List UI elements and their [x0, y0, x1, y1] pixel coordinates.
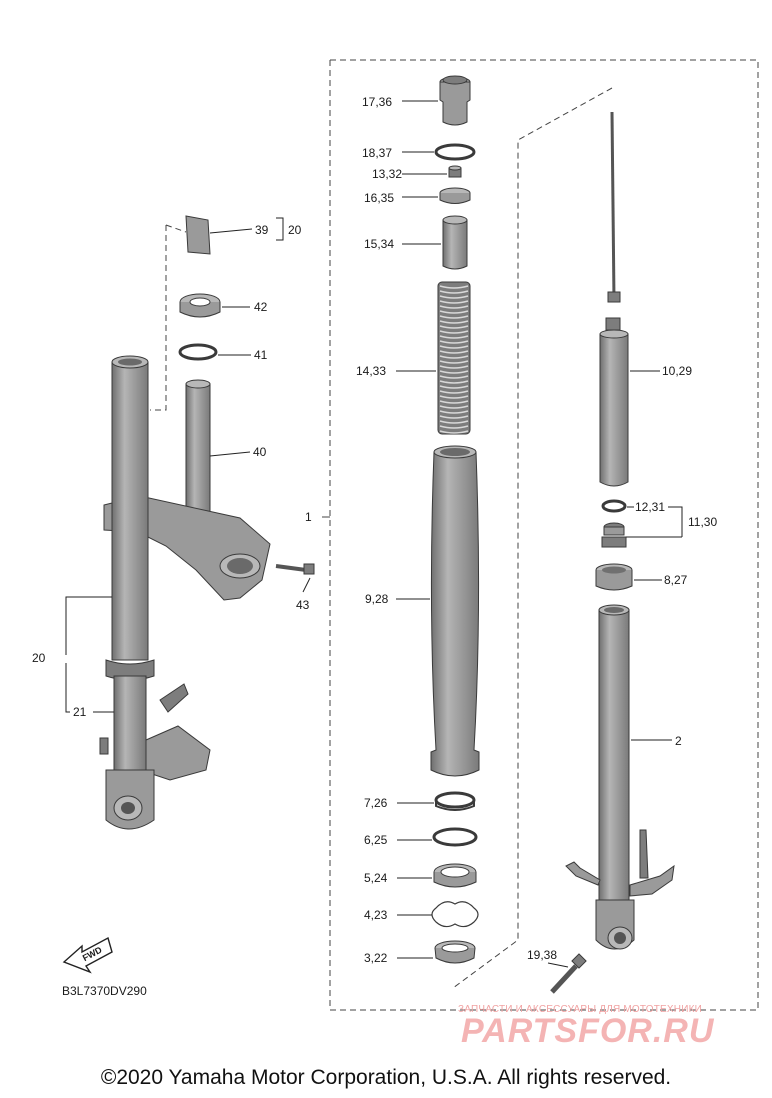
spring-coil	[439, 325, 469, 329]
label-21: 21	[73, 705, 87, 719]
label-14-33: 14,33	[356, 364, 386, 378]
part-front-fork-assy	[99, 355, 211, 830]
spring-coil	[439, 415, 469, 419]
part-cap-bolt	[439, 75, 471, 126]
part-labels: 17,36 18,37 13,32 16,35 15,34 14,33 9,28…	[32, 95, 717, 998]
part-washer-ring	[432, 827, 478, 847]
label-20-left: 20	[32, 651, 46, 665]
label-6-25: 6,25	[364, 833, 388, 847]
part-outer-tube	[430, 445, 480, 777]
label-41: 41	[254, 348, 268, 362]
label-11-30: 11,30	[688, 515, 717, 529]
label-7-26: 7,26	[364, 796, 388, 810]
label-39: 39	[255, 223, 269, 237]
spring-coil	[439, 395, 469, 399]
label-20-top: 20	[288, 223, 302, 237]
part-spacer	[442, 215, 468, 270]
part-clip	[431, 901, 479, 928]
part-inner-tube	[565, 604, 675, 950]
assembly-box	[329, 59, 759, 1011]
part-o-ring	[434, 143, 476, 161]
leader-lines	[65, 100, 683, 968]
spring-coil	[439, 370, 469, 374]
spring-coil	[439, 310, 469, 314]
assembly-dashline-center	[452, 87, 613, 989]
part-washer-steering	[178, 343, 218, 361]
label-12-31: 12,31	[635, 500, 665, 514]
label-42: 42	[254, 300, 268, 314]
part-damper-ring	[601, 499, 627, 513]
label-3-22: 3,22	[364, 951, 388, 965]
part-axle-bolt	[550, 953, 587, 994]
fwd-arrow-icon: FWD	[62, 936, 113, 974]
label-43: 43	[296, 598, 310, 612]
spring-coil	[439, 375, 469, 379]
part-washer	[439, 187, 471, 204]
spring-coil	[439, 390, 469, 394]
label-2: 2	[675, 734, 682, 748]
spring-coil	[439, 320, 469, 324]
spring-coil	[439, 355, 469, 359]
spring-coil	[439, 335, 469, 339]
label-10-29: 10,29	[662, 364, 692, 378]
spring-coil	[439, 365, 469, 369]
spring-coil	[439, 360, 469, 364]
spring-coil	[439, 385, 469, 389]
spring-coil	[439, 345, 469, 349]
part-steering-stem	[185, 379, 211, 521]
assembly-dashline-left-top	[165, 224, 187, 233]
part-damper-rod	[599, 111, 629, 487]
spring-coil	[439, 430, 469, 434]
spring-coil	[439, 420, 469, 424]
label-17-36: 17,36	[362, 95, 392, 109]
spring-coil	[439, 425, 469, 429]
spring-coil	[439, 330, 469, 334]
part-damper-bolt	[601, 522, 627, 548]
label-13-32: 13,32	[372, 167, 402, 181]
part-dust-seal	[434, 940, 476, 964]
assembly-dashline-left	[150, 225, 167, 411]
spring-coil	[439, 285, 469, 289]
spring-coil	[439, 350, 469, 354]
label-9-28: 9,28	[365, 592, 389, 606]
label-19-38: 19,38	[527, 948, 557, 962]
spring-coil	[439, 300, 469, 304]
part-fork-spring	[437, 281, 471, 435]
spring-coil	[439, 290, 469, 294]
label-18-37: 18,37	[362, 146, 392, 160]
part-bushing-inner	[595, 563, 633, 591]
diagram-code: B3L7370DV290	[62, 984, 147, 998]
part-nut	[448, 165, 462, 178]
part-ring-nut	[179, 293, 221, 318]
spring-coil	[439, 295, 469, 299]
watermark-tagline: ЗАПЧАСТИ И АКСЕССУАРЫ ДЛЯ МОТОТЕХНИКИ	[458, 1004, 703, 1015]
label-4-23: 4,23	[364, 908, 388, 922]
copyright-footer: ©2020 Yamaha Motor Corporation, U.S.A. A…	[100, 1066, 672, 1089]
part-pinch-bolt	[275, 563, 315, 575]
part-cap-cover	[185, 215, 211, 255]
spring-coil	[439, 340, 469, 344]
part-bushing-outer	[434, 791, 476, 811]
label-15-34: 15,34	[364, 237, 394, 251]
label-40: 40	[253, 445, 267, 459]
label-8-27: 8,27	[664, 573, 688, 587]
watermark-brand: PARTSFOR.RU	[461, 1012, 715, 1050]
spring-coil	[439, 400, 469, 404]
spring-coil	[439, 380, 469, 384]
spring-coil	[439, 305, 469, 309]
spring-coil	[439, 315, 469, 319]
label-5-24: 5,24	[364, 871, 388, 885]
part-oil-seal	[433, 863, 477, 888]
spring-coil	[439, 405, 469, 409]
label-16-35: 16,35	[364, 191, 394, 205]
spring-coil	[439, 410, 469, 414]
label-1: 1	[305, 510, 312, 524]
